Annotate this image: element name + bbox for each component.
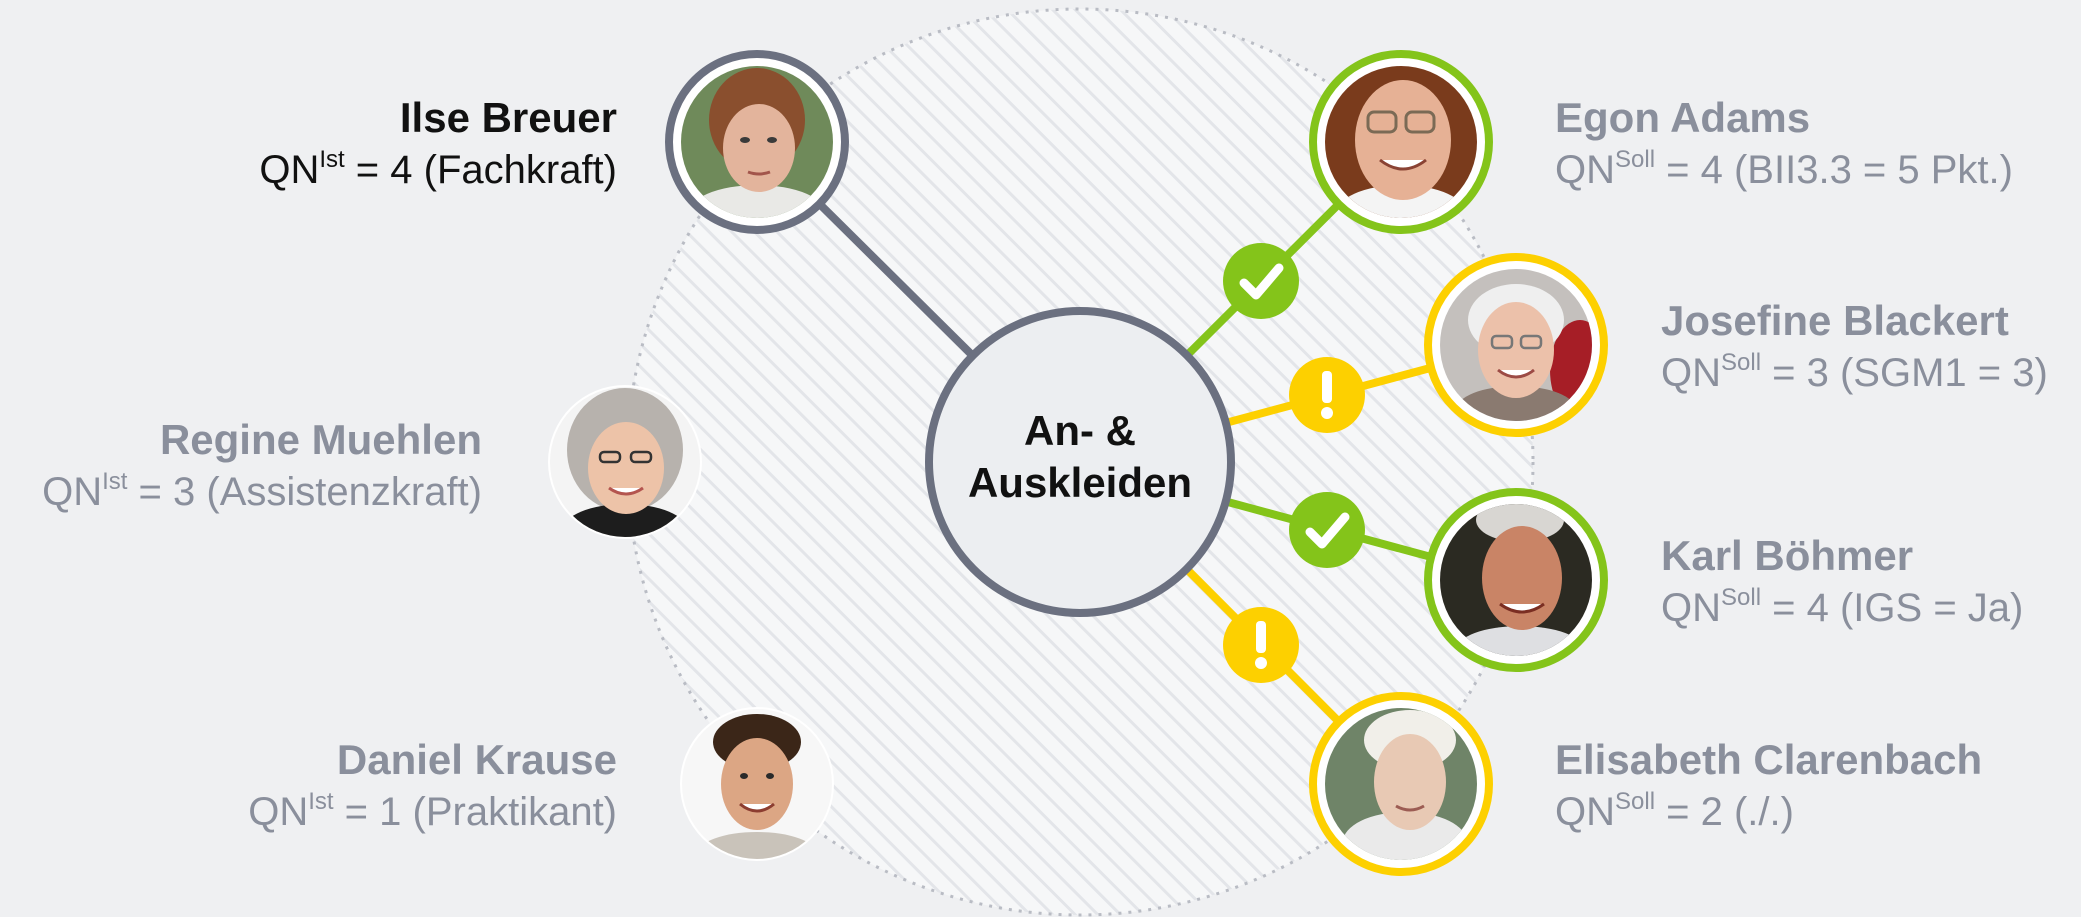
avatar-daniel-krause[interactable] bbox=[680, 707, 834, 876]
resident-qn: QNSoll = 4 (BII3.3 = 5 Pkt.) bbox=[1555, 146, 2013, 193]
status-badge-egon bbox=[1223, 243, 1299, 319]
staff-name: Daniel Krause bbox=[336, 736, 617, 783]
resident-name: Josefine Blackert bbox=[1661, 297, 2009, 344]
checkmark-icon bbox=[1305, 512, 1350, 549]
resident-label-karl: Karl Böhmer QNSoll = 4 (IGS = Ja) bbox=[1661, 530, 2023, 634]
resident-qn: QNSoll = 4 (IGS = Ja) bbox=[1661, 584, 2024, 631]
resident-name: Karl Böhmer bbox=[1661, 532, 1914, 579]
staff-label-daniel: Daniel Krause QNIst = 1 (Praktikant) bbox=[248, 734, 617, 838]
center-task-line1: An- & bbox=[1024, 407, 1136, 454]
resident-qn: QNSoll = 2 (./.) bbox=[1555, 788, 1794, 835]
staff-name: Ilse Breuer bbox=[399, 94, 617, 141]
avatar-karl-boehmer[interactable] bbox=[1424, 488, 1608, 674]
checkmark-icon bbox=[1239, 263, 1284, 300]
staff-qn: QNIst = 4 (Fachkraft) bbox=[259, 146, 617, 193]
status-badge-karl bbox=[1289, 492, 1365, 568]
status-badge-elisabeth bbox=[1223, 607, 1299, 683]
avatar-ilse-breuer[interactable] bbox=[665, 50, 849, 245]
exclamation-icon bbox=[1321, 371, 1333, 419]
center-task-label: An- & Auskleiden bbox=[935, 405, 1225, 509]
resident-label-egon: Egon Adams QNSoll = 4 (BII3.3 = 5 Pkt.) bbox=[1555, 92, 2013, 196]
staff-qn: QNIst = 1 (Praktikant) bbox=[248, 788, 617, 835]
resident-label-elisabeth: Elisabeth Clarenbach QNSoll = 2 (./.) bbox=[1555, 734, 1982, 838]
resident-qn: QNSoll = 3 (SGM1 = 3) bbox=[1661, 349, 2048, 396]
staff-name: Regine Muehlen bbox=[159, 416, 482, 463]
staff-qn: QNIst = 3 (Assistenzkraft) bbox=[42, 468, 482, 515]
center-node-circle bbox=[925, 307, 1235, 617]
exclamation-icon bbox=[1255, 621, 1267, 669]
staff-label-regine: Regine Muehlen QNIst = 3 (Assistenzkraft… bbox=[42, 414, 482, 518]
avatar-josefine-blackert[interactable] bbox=[1424, 253, 1610, 437]
avatar-elisabeth-clarenbach[interactable] bbox=[1309, 692, 1493, 876]
avatar-regine-muehlen[interactable] bbox=[548, 385, 702, 556]
status-badge-josefine bbox=[1289, 357, 1365, 433]
resident-name: Elisabeth Clarenbach bbox=[1555, 736, 1983, 783]
avatar-egon-adams[interactable] bbox=[1309, 50, 1493, 245]
resident-label-josefine: Josefine Blackert QNSoll = 3 (SGM1 = 3) bbox=[1661, 295, 2048, 399]
center-task-line2: Auskleiden bbox=[967, 459, 1193, 506]
resident-name: Egon Adams bbox=[1555, 94, 1811, 141]
staff-label-ilse: Ilse Breuer QNIst = 4 (Fachkraft) bbox=[259, 92, 617, 196]
